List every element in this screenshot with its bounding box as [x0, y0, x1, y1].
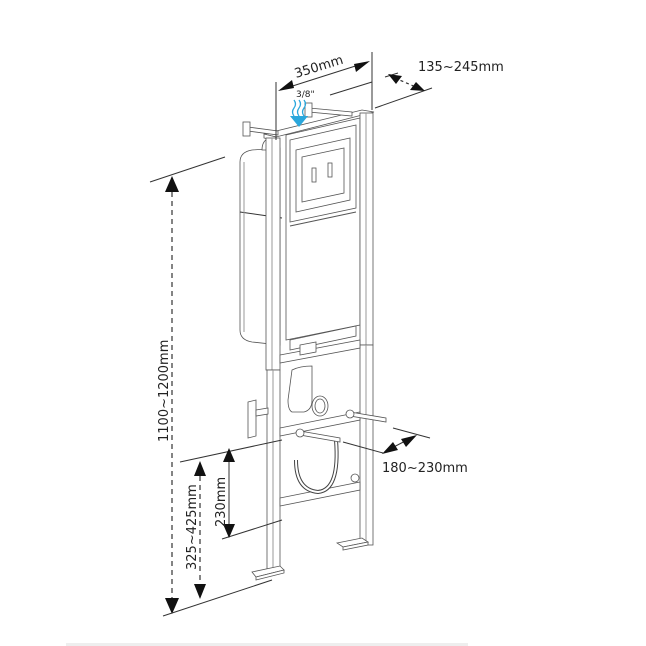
frame-right-post [335, 112, 374, 551]
footer-divider [66, 643, 468, 646]
bolt-height-label: 230mm [214, 477, 229, 527]
wall-depth-label: 135~245mm [418, 60, 504, 75]
waste-height-label: 325~425mm [185, 484, 200, 570]
dimension-bolt-spacing: 180~230mm [342, 427, 468, 476]
frame-left-post [251, 137, 285, 581]
cistern-front-panel [285, 117, 361, 351]
frame-crossbars [279, 339, 361, 507]
dimension-wall-depth: 135~245mm [329, 60, 504, 109]
water-inlet-indicator: 3/8" [290, 90, 315, 127]
total-height-label: 1100~1200mm [157, 340, 172, 442]
water-down-arrow-icon [290, 116, 308, 127]
dimension-bolt-height: 230mm [214, 448, 283, 540]
side-wall-bracket [247, 399, 269, 439]
drain-pipe [287, 341, 329, 417]
pipe-clamp [294, 439, 339, 495]
bolt-spacing-label: 180~230mm [382, 461, 468, 476]
mounting-bolts [295, 409, 387, 483]
dimension-waste-height: 325~425mm [179, 439, 283, 599]
dimension-total-height: 1100~1200mm [149, 156, 273, 617]
water-inlet-label: 3/8" [296, 90, 315, 100]
